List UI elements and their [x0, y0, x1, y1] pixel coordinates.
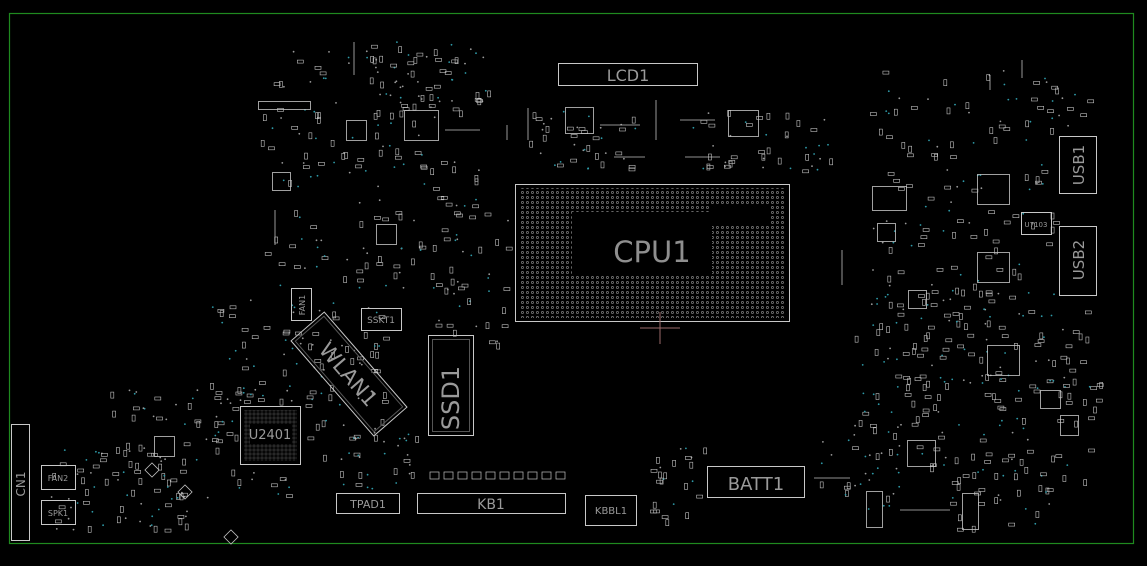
- fan2-connector[interactable]: FAN2: [41, 465, 76, 490]
- usb1-connector[interactable]: USB1: [1059, 136, 1097, 194]
- tpad1-label: TPAD1: [349, 498, 386, 511]
- u2401-chip[interactable]: U2401: [240, 406, 301, 465]
- fan2-label: FAN2: [48, 474, 68, 483]
- usb2-label: USB2: [1070, 240, 1088, 280]
- kbbl1-connector[interactable]: KBBL1: [585, 495, 637, 526]
- passive-components: [50, 41, 1104, 545]
- kb1-label: KB1: [477, 497, 505, 513]
- u7103-chip[interactable]: U7103: [1021, 212, 1052, 235]
- batt1-label: BATT1: [728, 474, 784, 495]
- fan1-label: FAN1: [298, 295, 307, 315]
- fan1-connector[interactable]: FAN1: [291, 288, 312, 321]
- kb1-connector[interactable]: KB1: [417, 493, 566, 514]
- spk1-connector[interactable]: SPK1: [41, 500, 76, 525]
- usb2-connector[interactable]: USB2: [1059, 226, 1097, 296]
- spk1-label: SPK1: [48, 509, 68, 518]
- ssd1-label: SSD1: [437, 366, 465, 430]
- sskt1-socket[interactable]: SSKT1: [361, 308, 402, 331]
- tpad1-connector[interactable]: TPAD1: [336, 493, 400, 514]
- ic-packages: [154, 101, 1079, 530]
- ssd1-slot[interactable]: SSD1: [428, 335, 474, 436]
- u7103-label: U7103: [1025, 221, 1048, 229]
- cpu1-label: CPU1: [613, 235, 690, 269]
- kbbl1-label: KBBL1: [595, 506, 627, 517]
- cpu1-package[interactable]: CPU1: [515, 184, 790, 345]
- lcd1-connector[interactable]: LCD1: [558, 63, 698, 86]
- cn1-label: CN1: [14, 472, 28, 497]
- lcd1-label: LCD1: [607, 66, 650, 85]
- usb1-label: USB1: [1070, 145, 1088, 185]
- batt1-connector[interactable]: BATT1: [707, 466, 805, 498]
- cn1-connector[interactable]: CN1: [11, 424, 30, 541]
- sskt1-label: SSKT1: [367, 316, 395, 326]
- board-outline: [8, 12, 1135, 545]
- u2401-label: U2401: [249, 428, 292, 443]
